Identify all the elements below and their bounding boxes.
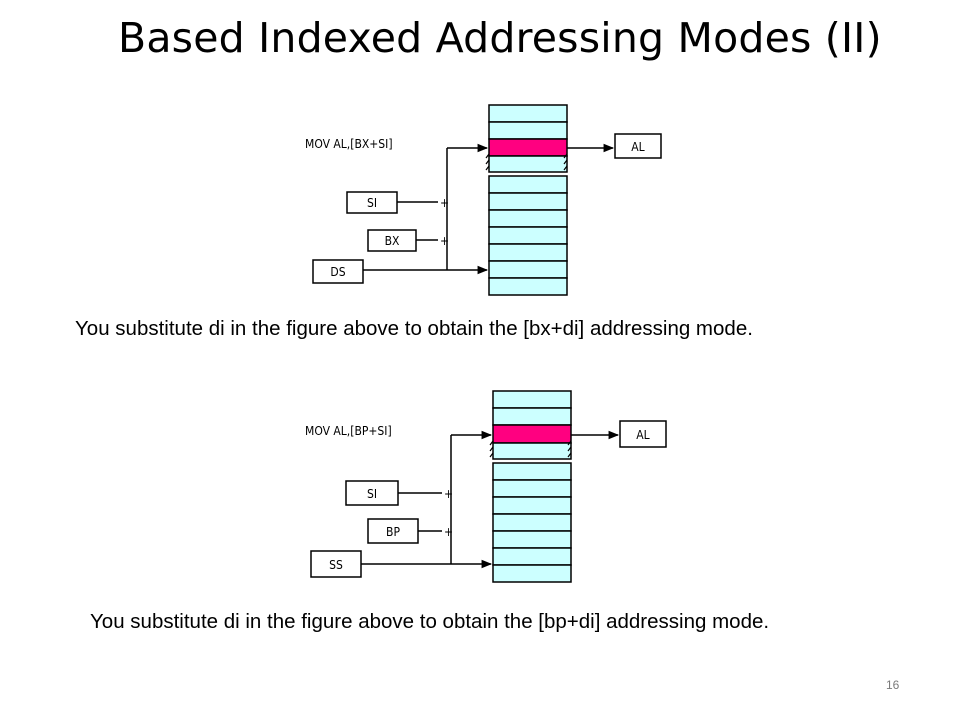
memory-cell bbox=[488, 175, 568, 194]
memory-cell bbox=[488, 155, 568, 173]
memory-cell bbox=[492, 462, 572, 481]
destination-label-al: AL bbox=[631, 140, 644, 154]
register-box-ds bbox=[312, 259, 364, 284]
memory-cell bbox=[492, 496, 572, 515]
memory-cell-highlighted bbox=[492, 424, 572, 444]
memory-cell bbox=[488, 121, 568, 140]
connector-lines bbox=[361, 430, 620, 569]
destination-box-al bbox=[619, 420, 667, 448]
memory-cell bbox=[488, 104, 568, 123]
instruction-label: MOV AL,[BX+SI] bbox=[305, 137, 393, 151]
memory-cell bbox=[492, 390, 572, 409]
sum-sign: + bbox=[444, 487, 453, 501]
caption-bp-di: You substitute di in the figure above to… bbox=[90, 610, 770, 633]
memory-cell bbox=[492, 513, 572, 532]
memory-cell bbox=[492, 530, 572, 549]
memory-cell bbox=[492, 479, 572, 498]
register-box-bp bbox=[367, 518, 419, 544]
instruction-label: MOV AL,[BP+SI] bbox=[305, 424, 392, 438]
register-label-bx: BX bbox=[385, 234, 400, 248]
register-label-si: SI bbox=[367, 487, 377, 501]
memory-cell bbox=[488, 192, 568, 211]
sum-sign: + bbox=[440, 234, 449, 248]
destination-label-al: AL bbox=[636, 428, 649, 442]
memory-break-mark bbox=[485, 153, 568, 171]
memory-column bbox=[485, 104, 568, 296]
diagram-based-indexed-bp-si: MOV AL,[BP+SI] SI BP SS AL + + bbox=[305, 390, 667, 583]
memory-cell bbox=[488, 209, 568, 228]
register-label-ss: SS bbox=[329, 558, 343, 572]
register-label-ds: DS bbox=[330, 265, 345, 279]
register-label-si: SI bbox=[367, 196, 377, 210]
memory-cell bbox=[492, 442, 572, 460]
caption-bx-di: You substitute di in the figure above to… bbox=[75, 317, 753, 340]
slide-title: Based Indexed Addressing Modes (II) bbox=[118, 14, 882, 62]
page-number: 16 bbox=[886, 678, 900, 692]
memory-cell bbox=[488, 243, 568, 262]
register-label-bp: BP bbox=[386, 525, 400, 539]
memory-column bbox=[489, 390, 572, 583]
memory-cell bbox=[492, 564, 572, 583]
destination-box-al bbox=[614, 133, 662, 159]
connector-lines bbox=[363, 143, 615, 275]
memory-cell bbox=[488, 277, 568, 296]
memory-cell bbox=[488, 226, 568, 245]
sum-sign: + bbox=[444, 525, 453, 539]
memory-cell bbox=[492, 407, 572, 426]
diagram-based-indexed-bx-si: MOV AL,[BX+SI] SI BX DS AL + + bbox=[305, 104, 662, 296]
memory-cell bbox=[488, 260, 568, 279]
sum-sign: + bbox=[440, 196, 449, 210]
memory-cell-highlighted bbox=[488, 138, 568, 157]
memory-break-mark bbox=[489, 440, 572, 458]
memory-cell bbox=[492, 547, 572, 566]
